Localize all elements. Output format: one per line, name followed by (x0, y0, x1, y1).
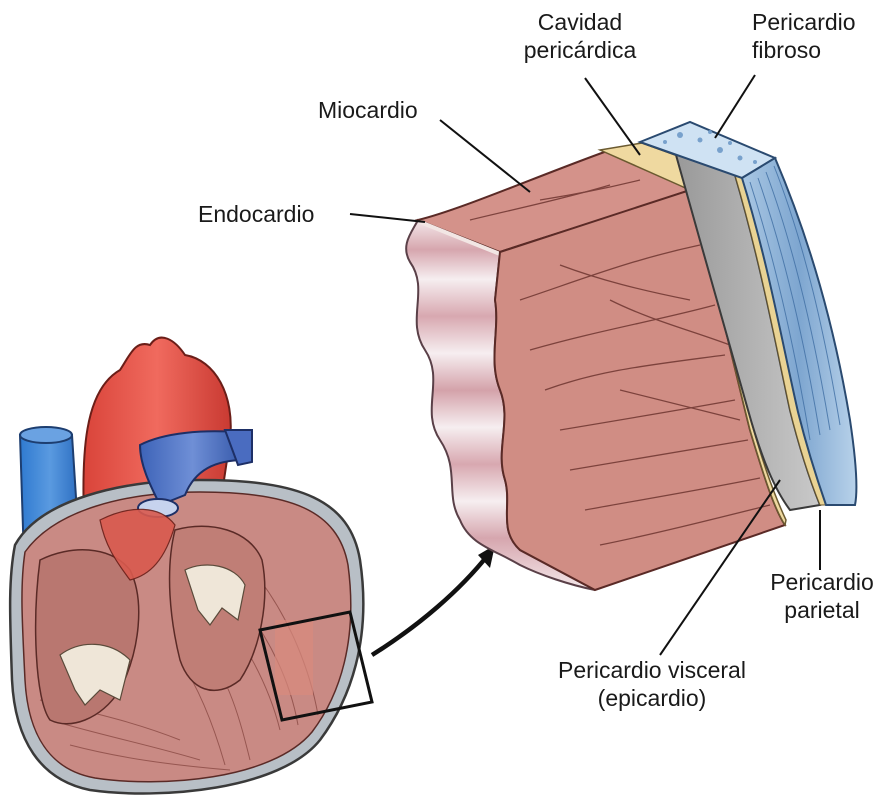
label-cavidad-pericardica: Cavidad pericárdica (500, 8, 660, 64)
label-line: fibroso (752, 36, 856, 64)
highlighted-wall-region (275, 620, 313, 695)
label-line: pericárdica (500, 36, 660, 64)
vena-cava-opening (20, 427, 72, 443)
heart-cross-section (10, 338, 372, 794)
label-miocardio: Miocardio (318, 96, 418, 124)
label-pericardio-visceral: Pericardio visceral (epicardio) (522, 656, 782, 712)
label-pericardio-parietal: Pericardio parietal (752, 568, 892, 624)
label-line: Pericardio (752, 8, 856, 36)
label-pericardio-fibroso: Pericardio fibroso (752, 8, 856, 64)
label-endocardio: Endocardio (198, 200, 314, 228)
leader-miocardio (440, 120, 530, 192)
label-line: Cavidad (500, 8, 660, 36)
label-line: Pericardio visceral (522, 656, 782, 684)
label-line: parietal (752, 596, 892, 624)
leader-cavidad (585, 78, 640, 155)
label-line: Pericardio (752, 568, 892, 596)
heart-wall-block (406, 122, 856, 590)
label-line: (epicardio) (522, 684, 782, 712)
leader-fibroso (715, 75, 755, 138)
zoom-arrow (372, 545, 495, 655)
leader-endocardio (350, 214, 425, 222)
